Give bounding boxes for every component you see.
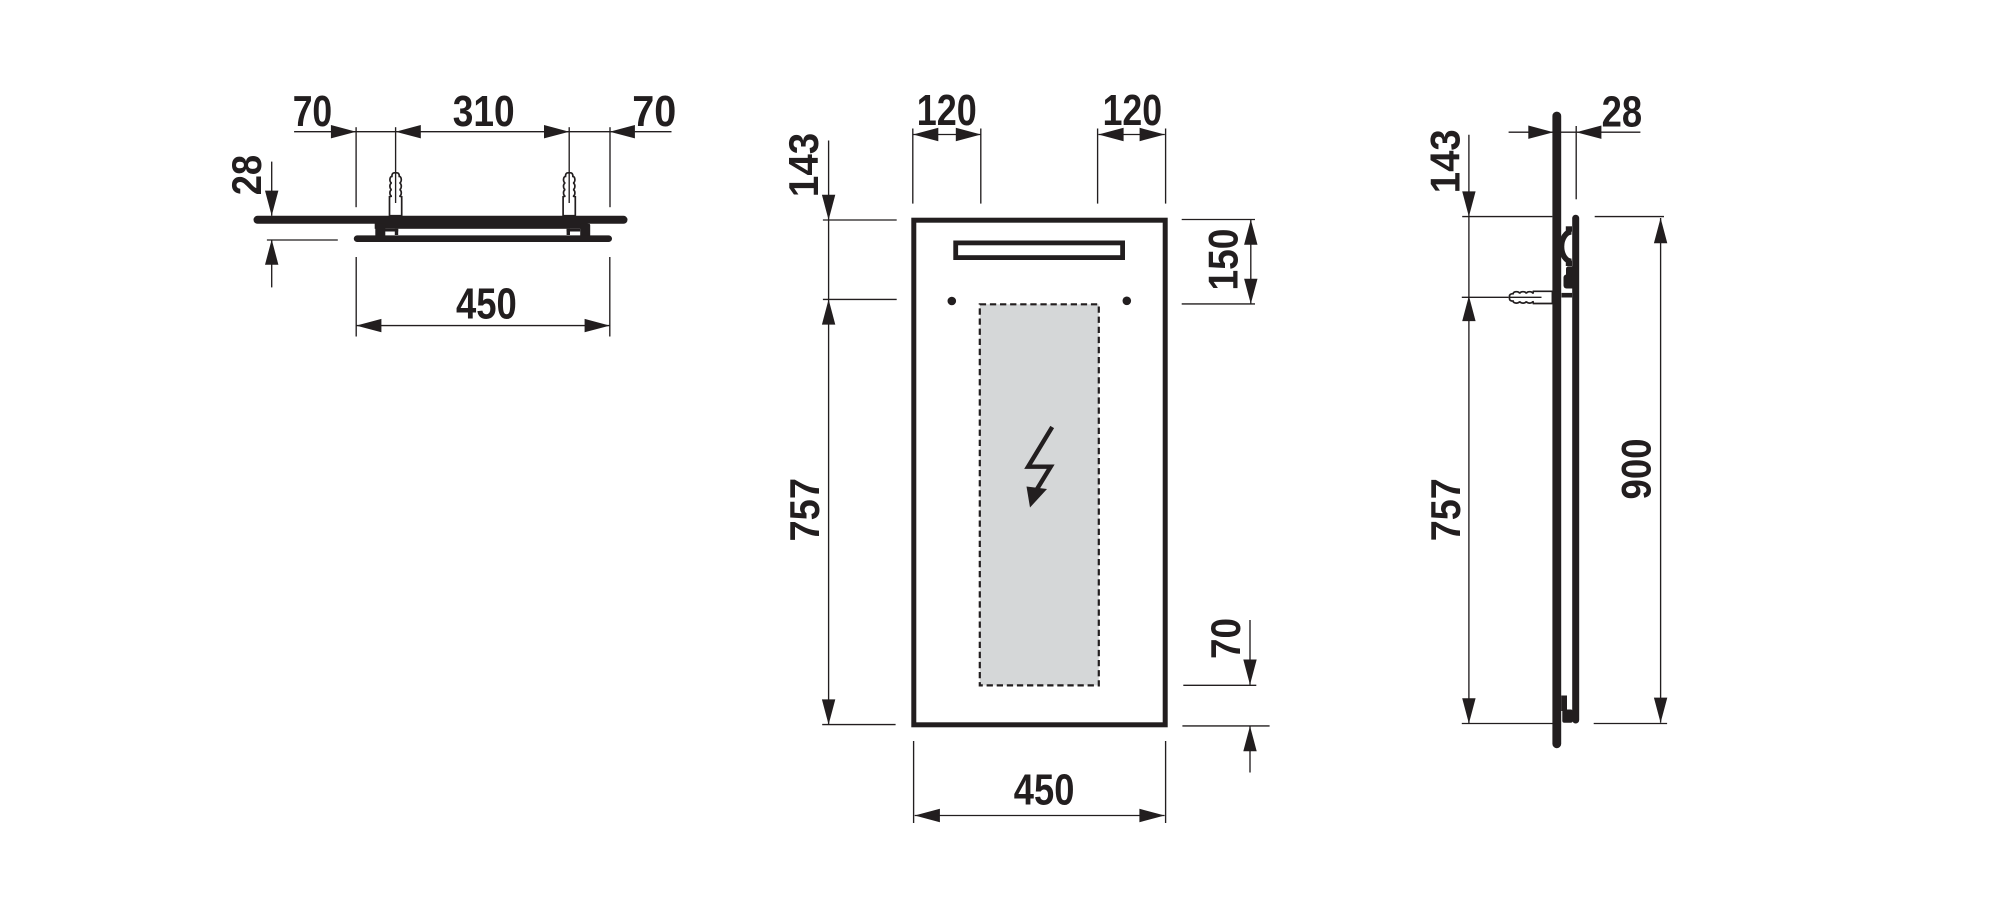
svg-text:120: 120 [1103, 86, 1163, 135]
svg-text:757: 757 [1422, 478, 1469, 541]
svg-text:757: 757 [781, 478, 828, 542]
svg-text:450: 450 [1014, 766, 1075, 815]
svg-text:143: 143 [1422, 129, 1469, 193]
svg-text:28: 28 [1602, 87, 1643, 136]
svg-text:310: 310 [453, 87, 515, 136]
svg-text:120: 120 [917, 86, 977, 135]
svg-text:70: 70 [1202, 618, 1249, 659]
svg-text:450: 450 [456, 280, 517, 329]
svg-text:28: 28 [223, 155, 270, 195]
svg-text:143: 143 [780, 133, 827, 197]
svg-text:70: 70 [293, 87, 333, 136]
svg-text:150: 150 [1199, 229, 1246, 291]
svg-text:900: 900 [1613, 439, 1660, 500]
svg-text:70: 70 [632, 87, 676, 136]
